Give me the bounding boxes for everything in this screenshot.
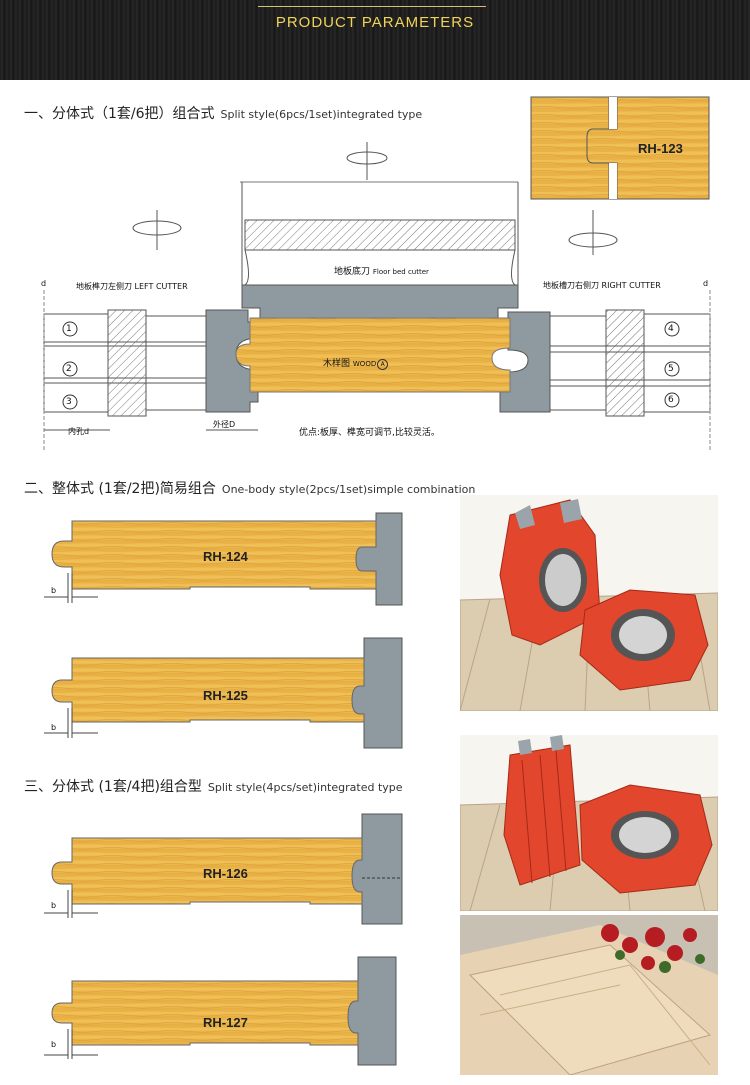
right-cutter-label: 地板槽刀右侧刀 RIGHT CUTTER [543,281,661,290]
cutter-assembly-diagram [43,142,711,450]
banner: PRODUCT PARAMETERS [0,0,750,80]
section1-heading: 一、分体式（1套/6把）组合式 Split style(6pcs/1set)int… [24,103,422,123]
section2-heading-cn: 二、整体式 (1套/2把)简易组合 [24,481,216,497]
section3-heading: 三、分体式 (1套/4把)组合型 Split style(4pcs/set)int… [24,776,403,796]
cutter-photo-1 [460,495,718,711]
cutter-number-6: 6 [668,395,674,405]
outer-diameter-label: 外径D [213,420,236,429]
rh126-profile [44,813,403,925]
cutter-number-4: 4 [668,324,674,334]
section2-heading-en: One-body style(2pcs/1set)simple combinat… [221,483,476,496]
cutter-photo-2 [460,735,718,911]
banner-rule [258,6,486,7]
rh126-code: RH-126 [203,866,248,881]
floor-bed-cutter-label: 地板底刀 Floor bed cutter [334,264,429,277]
rh124-code: RH-124 [203,549,248,564]
cutter-number-3: 3 [66,397,72,407]
advantage-note: 优点:板厚、榫宽可调节,比较灵活。 [299,428,440,438]
rh127-code: RH-127 [203,1015,248,1030]
section3-heading-cn: 三、分体式 (1套/4把)组合型 [24,779,202,795]
wood-label-en: WOOD [352,360,377,368]
left-cutter-label: 地板榫刀左侧刀 LEFT CUTTER [76,282,188,291]
rh126-b: b [51,901,57,910]
banner-title: PRODUCT PARAMETERS [275,14,475,31]
wood-label-cn: 木样图 [323,359,351,369]
rh124-profile [44,512,403,606]
cutter-number-5: 5 [668,364,674,374]
rh123-sample [530,96,710,200]
rh127-b: b [51,1040,57,1049]
rh125-profile [44,637,403,749]
section3-heading-en: Split style(4pcs/set)integrated type [207,781,403,794]
cutter-number-2: 2 [66,364,72,374]
section1-heading-en: Split style(6pcs/1set)integrated type [220,108,423,121]
d-label-right: d [703,279,709,288]
cutter-number-1: 1 [66,324,72,334]
floor-bed-cutter-en: Floor bed cutter [372,268,429,276]
wood-boards-photo [460,915,718,1075]
section2-heading: 二、整体式 (1套/2把)简易组合 One-body style(2pcs/1se… [24,478,475,498]
d-label-left: d [41,279,47,288]
rh123-code: RH-123 [638,141,683,156]
inner-diameter-label: 内孔d [68,427,90,436]
floor-bed-cutter-cn: 地板底刀 [334,267,371,277]
rh125-code: RH-125 [203,688,248,703]
section1-heading-cn: 一、分体式（1套/6把）组合式 [24,106,215,122]
wood-mark: A [377,359,389,370]
rh124-b: b [51,586,57,595]
rh127-profile [44,956,397,1066]
rh125-b: b [51,723,57,732]
